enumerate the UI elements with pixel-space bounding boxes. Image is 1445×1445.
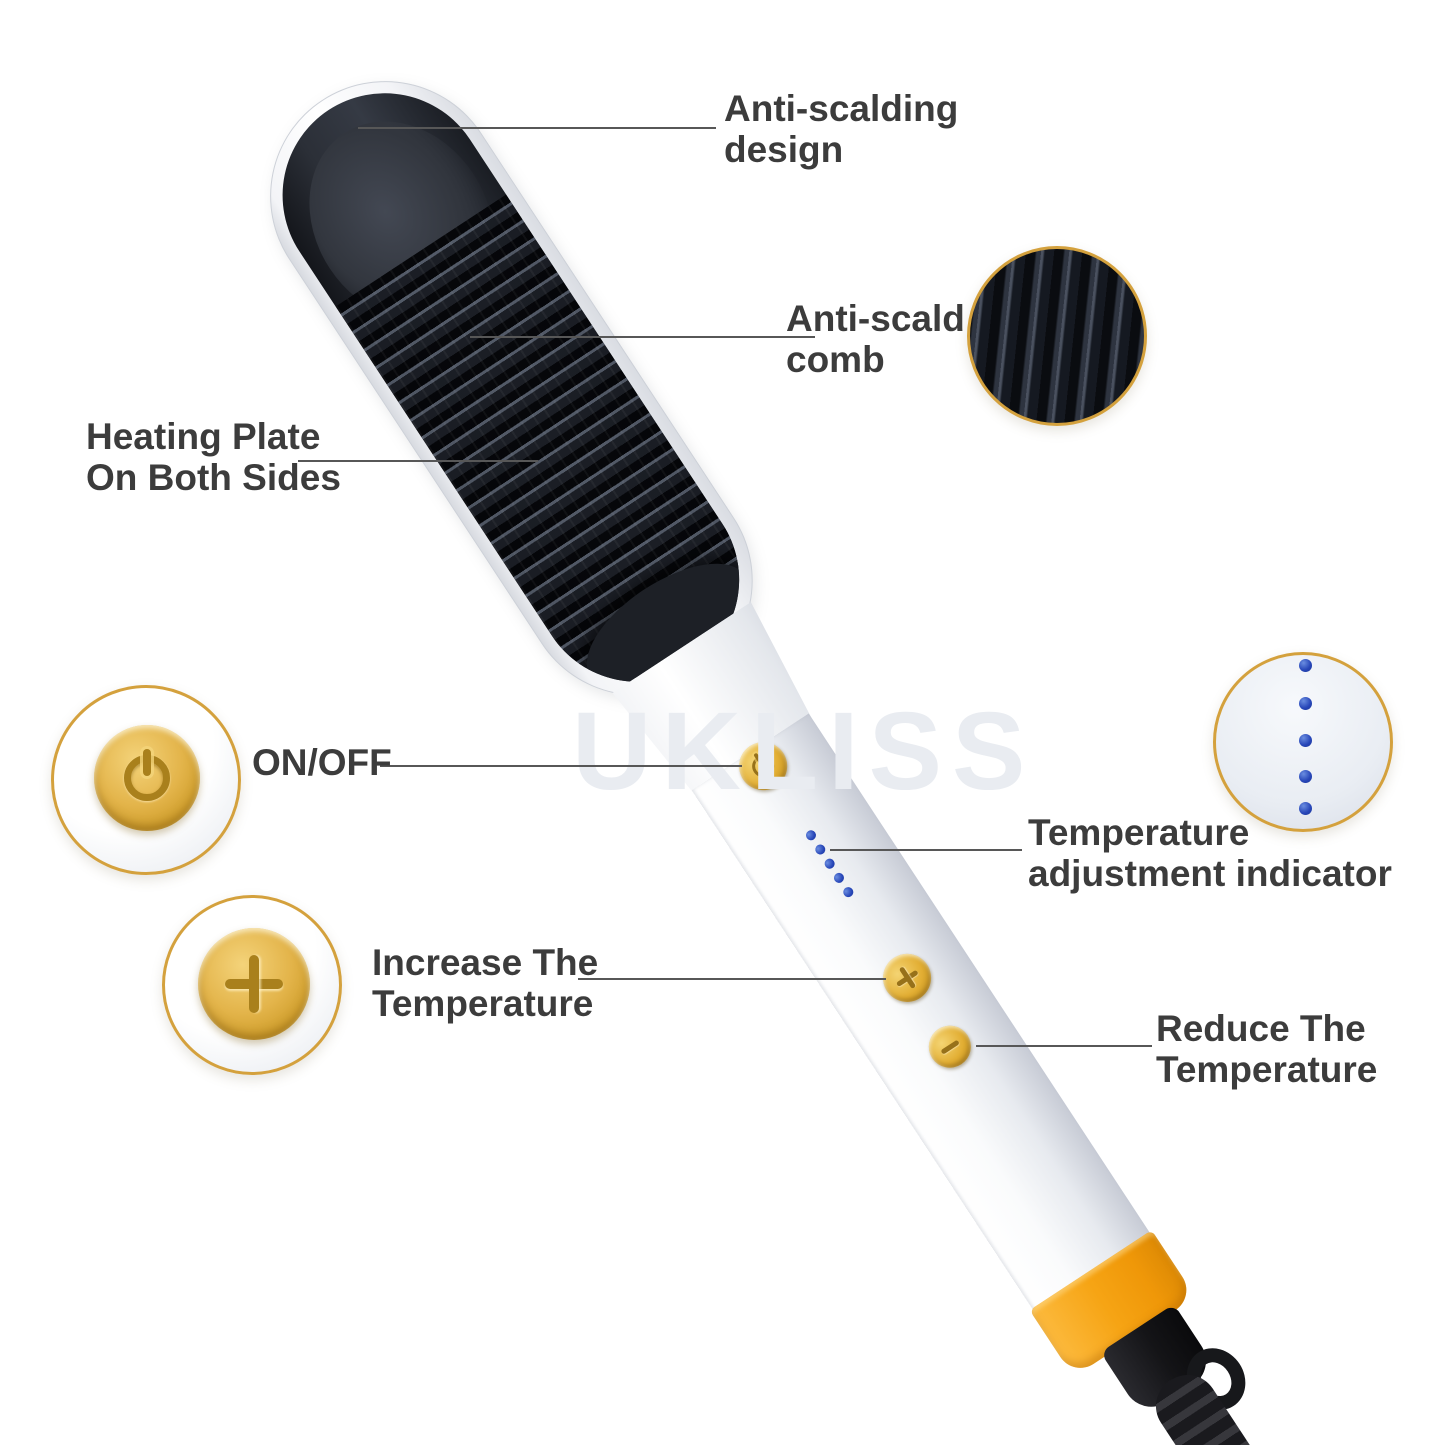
inset-comb-closeup — [967, 246, 1147, 426]
plus-button-closeup — [198, 928, 310, 1040]
indicator-dot — [1299, 734, 1312, 747]
inset-plus-button-closeup — [162, 895, 342, 1075]
brand-watermark: UKLISS — [572, 690, 1036, 813]
leader-line-anti-scald-comb — [470, 336, 815, 338]
indicator-dot — [1299, 770, 1312, 783]
leader-line-heating-plate — [298, 460, 538, 462]
label-reduce-temperature: Reduce The Temperature — [1156, 1008, 1378, 1091]
indicator-dot — [1299, 802, 1312, 815]
label-temperature-indicator: Temperature adjustment indicator — [1028, 812, 1392, 895]
leader-line-increase — [578, 978, 886, 980]
label-increase-temperature: Increase The Temperature — [372, 942, 599, 1025]
power-button-closeup — [94, 725, 200, 831]
inset-power-button-closeup — [51, 685, 241, 875]
brush-head-plate — [243, 54, 779, 722]
inset-indicator-dots-closeup — [1213, 652, 1393, 832]
leader-line-reduce — [976, 1045, 1152, 1047]
power-icon — [124, 749, 170, 801]
label-heating-plate: Heating Plate On Both Sides — [86, 416, 341, 499]
leader-line-anti-scalding — [358, 127, 716, 129]
leader-line-on-off — [380, 765, 742, 767]
label-anti-scalding-design: Anti-scalding design — [724, 88, 959, 171]
indicator-dot — [1299, 659, 1312, 672]
indicator-dot — [1299, 697, 1312, 710]
label-anti-scald-comb: Anti-scald comb — [786, 298, 965, 381]
label-on-off: ON/OFF — [252, 742, 392, 783]
minus-icon — [940, 1039, 960, 1055]
leader-line-temperature-indicator — [830, 849, 1022, 851]
